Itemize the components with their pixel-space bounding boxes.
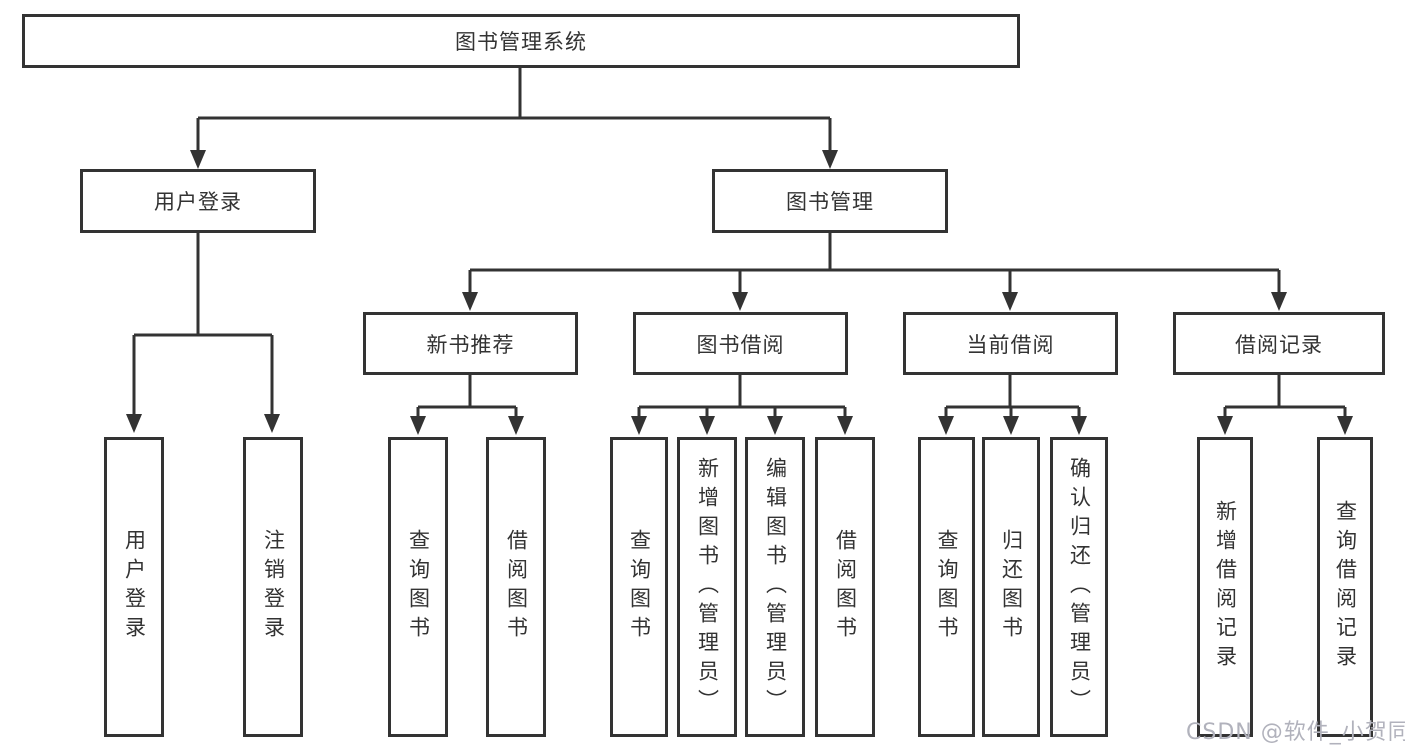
node-label: 借阅记录 bbox=[1235, 332, 1323, 357]
node-leaf-borrow-books-recommend: 借阅图书 bbox=[486, 437, 546, 737]
node-book-management: 图书管理 bbox=[712, 169, 948, 233]
node-leaf-query-borrow-record: 查询借阅记录 bbox=[1317, 437, 1373, 737]
node-label: 查询图书 bbox=[935, 529, 960, 645]
node-label: 新书推荐 bbox=[426, 332, 515, 357]
node-label: 新增借阅记录 bbox=[1213, 500, 1238, 674]
node-leaf-confirm-return-admin: 确认归还（管理员） bbox=[1050, 437, 1108, 737]
node-leaf-add-borrow-record: 新增借阅记录 bbox=[1197, 437, 1253, 737]
node-label: 编辑图书（管理员） bbox=[763, 456, 788, 718]
node-label: 用户登录 bbox=[154, 190, 242, 214]
node-label: 图书借阅 bbox=[696, 332, 785, 357]
node-leaf-query-books-recommend: 查询图书 bbox=[388, 437, 448, 737]
node-leaf-add-books-admin: 新增图书（管理员） bbox=[677, 437, 737, 737]
node-label: 查询图书 bbox=[627, 529, 652, 645]
node-label: 用户登录 bbox=[122, 529, 147, 645]
node-label: 借阅图书 bbox=[504, 529, 529, 645]
node-leaf-query-books-current: 查询图书 bbox=[918, 437, 975, 737]
node-label: 新增图书（管理员） bbox=[695, 456, 720, 718]
node-label: 注销登录 bbox=[261, 529, 286, 645]
node-leaf-edit-books-admin: 编辑图书（管理员） bbox=[745, 437, 805, 737]
node-label: 确认归还（管理员） bbox=[1067, 456, 1092, 718]
node-borrowing-records: 借阅记录 bbox=[1173, 312, 1385, 375]
node-leaf-borrow-books: 借阅图书 bbox=[815, 437, 875, 737]
node-label: 查询图书 bbox=[406, 529, 431, 645]
node-user-login: 用户登录 bbox=[80, 169, 316, 233]
node-leaf-logout: 注销登录 bbox=[243, 437, 303, 737]
node-leaf-query-books-borrow: 查询图书 bbox=[610, 437, 668, 737]
node-label: 图书管理系统 bbox=[455, 30, 587, 54]
node-leaf-user-login: 用户登录 bbox=[104, 437, 164, 737]
node-leaf-return-books: 归还图书 bbox=[982, 437, 1040, 737]
node-label: 当前借阅 bbox=[966, 332, 1055, 357]
node-label: 图书管理 bbox=[786, 190, 874, 214]
node-label: 归还图书 bbox=[999, 529, 1024, 645]
node-label: 借阅图书 bbox=[833, 529, 858, 645]
node-current-borrowing: 当前借阅 bbox=[903, 312, 1118, 375]
csdn-watermark: CSDN @软件_小贺同学 bbox=[1186, 720, 1405, 745]
node-book-borrowing: 图书借阅 bbox=[633, 312, 848, 375]
node-label: 查询借阅记录 bbox=[1333, 500, 1358, 674]
node-new-book-recommendation: 新书推荐 bbox=[363, 312, 578, 375]
node-root-library-system: 图书管理系统 bbox=[22, 14, 1020, 68]
